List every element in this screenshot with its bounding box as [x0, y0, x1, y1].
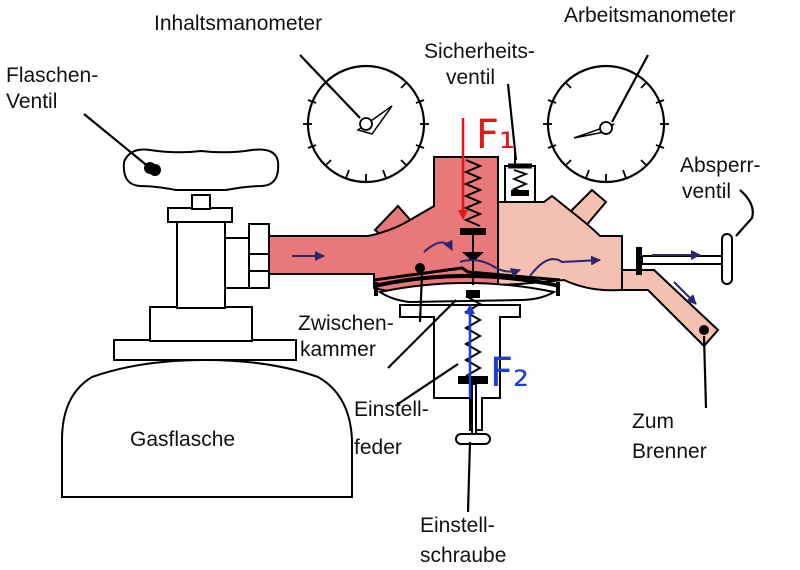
shutoff-valve-handle[interactable]	[721, 233, 733, 285]
cylinder-valve-body	[176, 211, 226, 309]
low-pressure-chamber	[497, 194, 720, 348]
adjusting-screw-knob[interactable]	[455, 433, 491, 445]
cylinder-collar	[113, 339, 297, 361]
union-nut	[248, 223, 270, 289]
label-einstellfeder-2: feder	[354, 436, 402, 459]
label-sicherheitsventil-1: Sicherheits-	[424, 40, 535, 63]
leader-lines	[83, 54, 754, 513]
label-sicherheitsventil-2: ventil	[446, 66, 495, 89]
label-zwischenkammer-2: kammer	[300, 338, 376, 361]
label-einstellschraube-1: Einstell-	[420, 514, 495, 537]
cylinder-neck	[149, 306, 253, 342]
label-zwischenkammer-1: Zwischen-	[298, 312, 394, 335]
valve-spring-upper	[463, 159, 483, 227]
gas-flow-arrows	[292, 239, 701, 305]
spring-bonnet	[399, 304, 521, 431]
valve-outlet	[224, 237, 250, 289]
force-f1-label: F₁	[476, 112, 515, 158]
label-einstellfeder-1: Einstell-	[354, 398, 429, 421]
label-einstellschraube-2: schraube	[420, 544, 506, 567]
content-gauge	[303, 64, 429, 184]
label-inhaltsmanometer: Inhaltsmanometer	[154, 12, 322, 35]
label-zum-brenner-2: Brenner	[632, 440, 707, 463]
label-flaschen-ventil-1: Flaschen-	[6, 64, 98, 87]
valve-handwheel	[122, 148, 280, 191]
label-gasflasche: Gasflasche	[130, 428, 235, 451]
label-flaschen-ventil-2: Ventil	[6, 90, 57, 113]
label-arbeitsmanometer: Arbeitsmanometer	[564, 4, 736, 27]
force-f2-label: F₂	[490, 350, 529, 396]
gas-cylinder	[61, 148, 353, 498]
label-zum-brenner-1: Zum	[632, 410, 674, 433]
label-absperrventil-1: Absperr-	[680, 154, 761, 177]
label-absperrventil-2: ventil	[682, 180, 731, 203]
working-gauge	[543, 64, 669, 184]
